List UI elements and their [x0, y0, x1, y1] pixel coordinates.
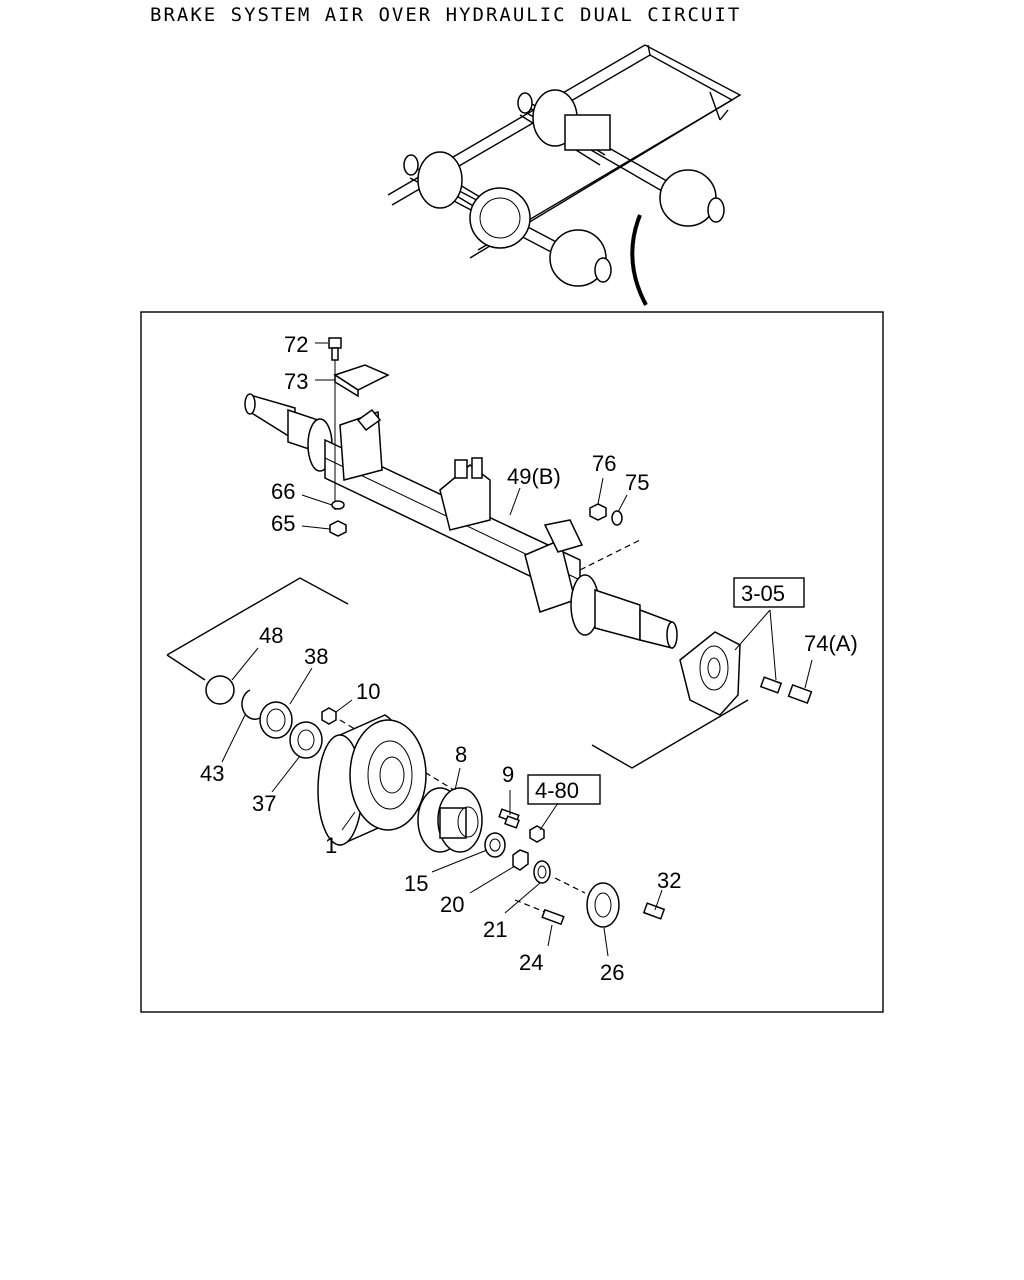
page-title: BRAKE SYSTEM AIR OVER HYDRAULIC DUAL CIR… [150, 4, 742, 26]
nut-10 [321, 707, 337, 725]
snap-ring-43 [241, 689, 261, 720]
callout-72: 72 [284, 332, 308, 357]
callout-24: 24 [519, 950, 543, 975]
spring-seat-cover-73 [333, 364, 390, 398]
cover-26 [586, 882, 620, 928]
nut-4-80 [529, 825, 545, 843]
hub-cap-48 [205, 675, 235, 705]
washer-75 [611, 510, 623, 526]
bearing-15 [484, 832, 506, 858]
callout-20: 20 [440, 892, 464, 917]
callout-74: 74(A) [804, 631, 858, 656]
callout-15: 15 [404, 871, 428, 896]
callout-10: 10 [356, 679, 380, 704]
chassis-overview-illustration [387, 44, 742, 306]
callout-8: 8 [455, 742, 467, 767]
leader-lines [221, 342, 663, 957]
reference-3-05-label: 3-05 [741, 581, 785, 606]
callout-76: 76 [592, 451, 616, 476]
bolt-72 [328, 337, 342, 510]
callout-65: 65 [271, 511, 295, 536]
reference-4-80[interactable]: 4-80 [527, 774, 601, 805]
callout-1: 1 [325, 833, 337, 858]
callout-75: 75 [625, 470, 649, 495]
bolt-74 [759, 676, 813, 705]
bearing-37 [289, 721, 323, 759]
brake-drum-1 [317, 714, 427, 847]
callout-43: 43 [200, 761, 224, 786]
callout-32: 32 [657, 868, 681, 893]
reference-4-80-label: 4-80 [535, 778, 579, 803]
callout-49: 49(B) [507, 464, 561, 489]
wheel-hub-8 [417, 787, 483, 853]
oil-seal-38 [259, 701, 293, 739]
callout-21: 21 [483, 917, 507, 942]
callout-38: 38 [304, 644, 328, 669]
callout-73: 73 [284, 369, 308, 394]
nut-65 [329, 520, 347, 537]
bolt-9 [498, 808, 520, 829]
callout-66: 66 [271, 479, 295, 504]
washer-66 [331, 500, 345, 510]
callout-labels: 72 73 66 65 49(B) 76 75 74(A) 48 38 10 4… [200, 332, 858, 985]
brake-spider-plate [679, 631, 741, 716]
bolt-32 [642, 902, 666, 920]
nut-76 [589, 503, 607, 521]
callout-37: 37 [252, 791, 276, 816]
bolt-24 [541, 908, 565, 926]
axle-beam-49 [244, 393, 678, 649]
callout-9: 9 [502, 762, 514, 787]
callout-48: 48 [259, 623, 283, 648]
callout-26: 26 [600, 960, 624, 985]
reference-3-05[interactable]: 3-05 [733, 577, 805, 608]
washer-21 [533, 860, 551, 884]
diagram-frame [140, 311, 884, 1013]
nut-20 [512, 849, 529, 871]
